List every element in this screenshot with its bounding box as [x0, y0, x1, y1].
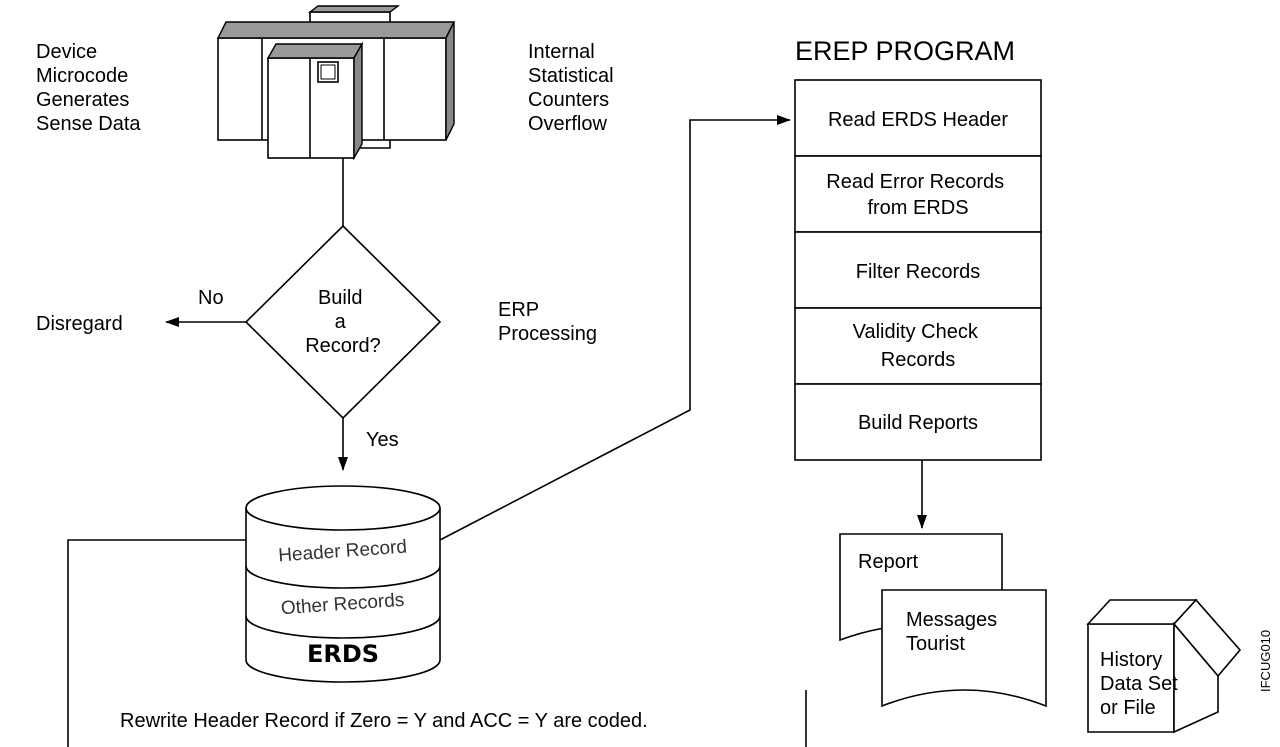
report-label: Report — [858, 551, 918, 573]
erds-label: ERDS — [307, 640, 379, 668]
step-label: Read ERDS Header — [828, 109, 1008, 131]
step-label: Filter Records — [856, 261, 980, 283]
history-dataset-icon — [1086, 598, 1242, 734]
counters-description: Internal Statistical Counters Overflow — [528, 41, 619, 135]
erp-processing-label: ERP Processing — [498, 299, 597, 345]
device-line: Sense Data — [36, 113, 141, 135]
step-label: Validity Check Records — [853, 321, 984, 371]
step-filter-records — [794, 231, 1042, 309]
step-read-erds-header — [794, 79, 1042, 157]
figure-id: IFCUG010 — [1258, 630, 1273, 692]
step-label: Read Error Records from ERDS — [826, 171, 1009, 219]
device-line: Generates — [36, 89, 129, 111]
counters-line: Counters — [528, 89, 609, 111]
device-line: Device — [36, 41, 97, 63]
counters-line: Overflow — [528, 113, 607, 135]
erep-title: EREP PROGRAM — [795, 36, 1015, 66]
step-label: Build Reports — [858, 412, 978, 434]
device-description: Device Microcode Generates Sense Data — [36, 41, 141, 135]
messages-label: Messages Tourist — [906, 609, 1003, 655]
yes-label: Yes — [366, 429, 399, 451]
counters-line: Internal — [528, 41, 595, 63]
device-line: Microcode — [36, 65, 128, 87]
decision-question: Build a Record? — [305, 287, 381, 357]
disregard-label: Disregard — [36, 313, 123, 335]
erds-dataset-icon — [245, 485, 441, 683]
rewrite-header-line — [67, 539, 246, 747]
counters-line: Statistical — [528, 65, 614, 87]
no-label: No — [198, 287, 224, 309]
rewrite-note: Rewrite Header Record if Zero = Y and AC… — [120, 710, 648, 732]
step-validity-check — [794, 307, 1042, 385]
erep-steps — [794, 79, 1042, 461]
erds-to-erep-arrow — [439, 115, 791, 541]
device-cabinet-icon — [216, 5, 456, 161]
history-label: History Data Set or File — [1100, 649, 1183, 719]
step-build-reports — [794, 383, 1042, 461]
messages-document-icon — [881, 589, 1047, 708]
step-read-error-records — [794, 155, 1042, 233]
